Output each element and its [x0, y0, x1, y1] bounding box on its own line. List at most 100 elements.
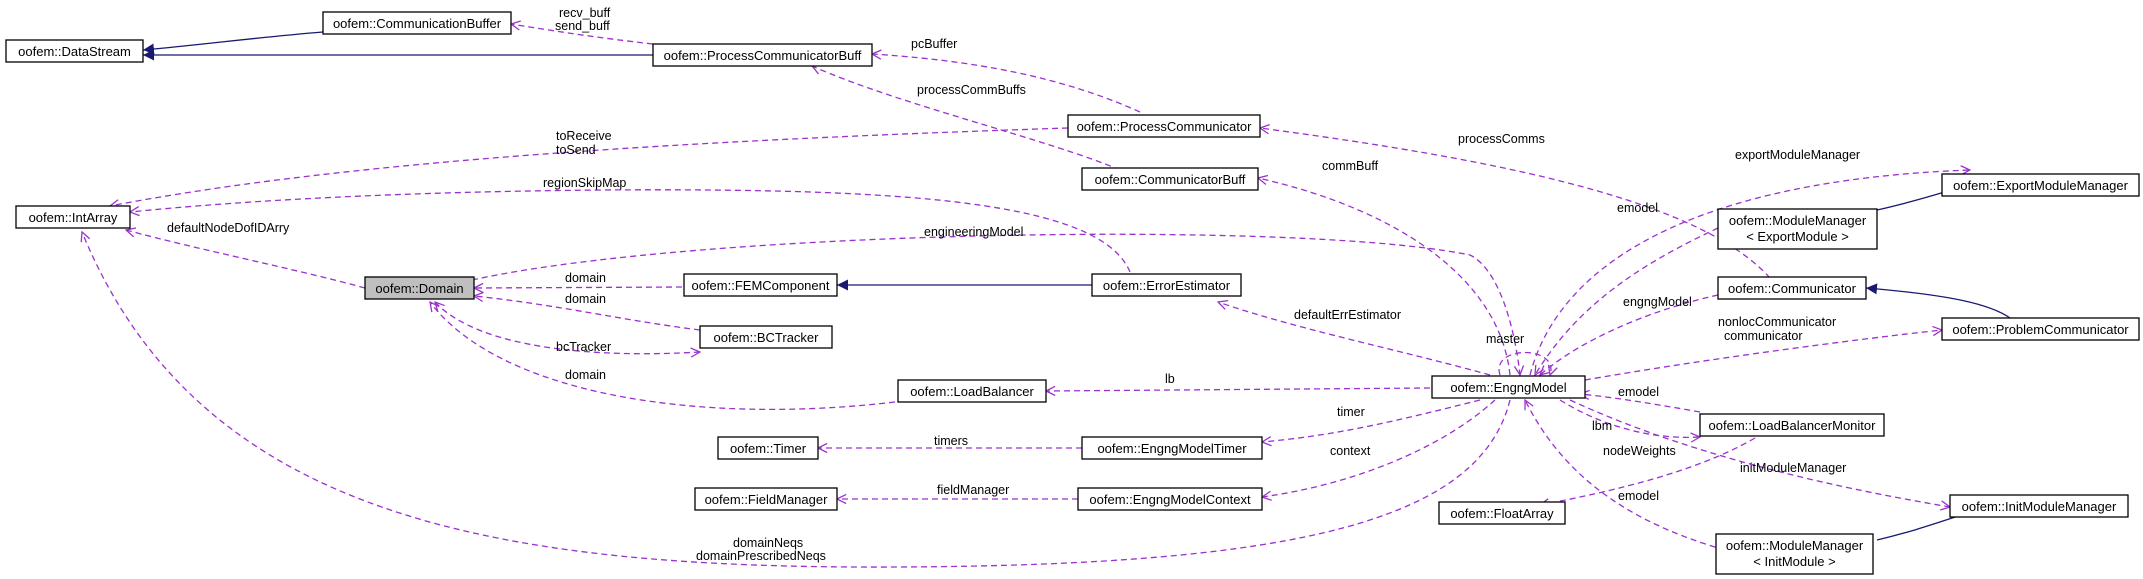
- label-processcommbuffs: processCommBuffs: [917, 83, 1026, 97]
- label-timers: timers: [934, 434, 968, 448]
- node-modulemanager-exportmodule[interactable]: oofem::ModuleManager < ExportModule >: [1717, 208, 1878, 250]
- edge-modulemanager-engngmodel: [1535, 227, 1719, 375]
- label-regionskipmap: regionSkipMap: [543, 176, 626, 190]
- node-processcommunicator[interactable]: oofem::ProcessCommunicator: [1067, 114, 1261, 138]
- edge-engngmodel-exportmodulemanager: [1529, 170, 1970, 376]
- node-loadbalancer[interactable]: oofem::LoadBalancer: [897, 379, 1047, 403]
- node-loadbalancermonitor[interactable]: oofem::LoadBalancerMonitor: [1699, 413, 1885, 437]
- label-defaulterrestimator: defaultErrEstimator: [1294, 308, 1401, 322]
- node-modulemanager-initmodule-label-2: < InitModule >: [1753, 554, 1835, 569]
- node-intarray[interactable]: oofem::IntArray: [15, 205, 131, 229]
- edge-engngmodel-loadbalancer: [1046, 388, 1431, 391]
- edge-engngmodel-problemcommunicator: [1584, 330, 1942, 381]
- edge-loadbalancer-domain: [430, 302, 896, 411]
- label-bctracker: bcTracker: [556, 340, 611, 354]
- edge-femcomponent-domain: [474, 287, 683, 288]
- edge-proccommbuff-commbuffer: [511, 24, 654, 45]
- node-engngmodel[interactable]: oofem::EngngModel: [1431, 375, 1586, 399]
- node-exportmodulemanager[interactable]: oofem::ExportModuleManager: [1941, 173, 2140, 197]
- node-loadbalancermonitor-label: oofem::LoadBalancerMonitor: [1709, 418, 1877, 433]
- node-communicatorbuff-label: oofem::CommunicatorBuff: [1095, 172, 1246, 187]
- label-emodel-lbm: emodel: [1618, 385, 1659, 399]
- edge-domain-engngmodel: [471, 233, 1520, 375]
- label-nodeweights: nodeWeights: [1603, 444, 1676, 458]
- node-engngmodelcontext-label: oofem::EngngModelContext: [1089, 492, 1251, 507]
- edge-loadbalancermonitor-engngmodel: [1580, 394, 1701, 413]
- node-engngmodeltimer-label: oofem::EngngModelTimer: [1097, 441, 1247, 456]
- label-domain-bct: domain: [565, 292, 606, 306]
- edge-errorestimator-intarray: [130, 189, 1131, 273]
- edge-commbuffer-datastream: [142, 31, 324, 55]
- node-timer-label: oofem::Timer: [730, 441, 807, 456]
- node-problemcommunicator[interactable]: oofem::ProblemCommunicator: [1941, 317, 2140, 341]
- label-domain-lb: domain: [565, 368, 606, 382]
- node-processcommunicatorbuff-label: oofem::ProcessCommunicatorBuff: [664, 48, 862, 63]
- edge-engngmodel-engngmodelcontext: [1262, 399, 1496, 497]
- label-commbuff: commBuff: [1322, 159, 1379, 173]
- label-nonloccommunicator: nonlocCommunicator: [1718, 315, 1836, 329]
- label-tosend: toSend: [556, 143, 596, 157]
- label-domainprescribedneqs: domainPrescribedNeqs: [696, 549, 826, 563]
- label-processcomms: processComms: [1458, 132, 1545, 146]
- node-floatarray-label: oofem::FloatArray: [1450, 506, 1554, 521]
- label-send-buff: send_buff: [555, 19, 610, 33]
- node-communicationbuffer-label: oofem::CommunicationBuffer: [333, 16, 502, 31]
- edge-loadbalancermonitor-floatarray: [1540, 437, 1756, 505]
- edge-communicator-engngmodel: [1540, 294, 1719, 375]
- label-toreceive: toReceive: [556, 129, 612, 143]
- node-domain-label: oofem::Domain: [375, 281, 463, 296]
- edge-domain-intarray: [126, 230, 366, 289]
- node-initmodulemanager-label: oofem::InitModuleManager: [1962, 499, 2117, 514]
- node-timer[interactable]: oofem::Timer: [717, 436, 819, 460]
- node-engngmodelcontext[interactable]: oofem::EngngModelContext: [1077, 487, 1263, 511]
- label-domainneqs: domainNeqs: [733, 536, 803, 550]
- node-engngmodeltimer[interactable]: oofem::EngngModelTimer: [1081, 436, 1263, 460]
- node-bctracker-label: oofem::BCTracker: [714, 330, 820, 345]
- node-modulemanager-exportmodule-label-1: oofem::ModuleManager: [1729, 213, 1867, 228]
- node-engngmodel-label: oofem::EngngModel: [1450, 380, 1566, 395]
- edge-engngmodel-engngmodeltimer: [1262, 399, 1481, 442]
- node-errorestimator-label: oofem::ErrorEstimator: [1103, 278, 1231, 293]
- label-engngmodel: engngModel: [1623, 295, 1692, 309]
- node-processcommunicatorbuff[interactable]: oofem::ProcessCommunicatorBuff: [652, 43, 873, 67]
- node-domain[interactable]: oofem::Domain: [364, 276, 475, 300]
- node-intarray-label: oofem::IntArray: [29, 210, 118, 225]
- node-floatarray[interactable]: oofem::FloatArray: [1438, 501, 1566, 525]
- label-fieldmanager: fieldManager: [937, 483, 1009, 497]
- node-modulemanager-exportmodule-label-2: < ExportModule >: [1746, 229, 1849, 244]
- node-fieldmanager-label: oofem::FieldManager: [705, 492, 829, 507]
- node-initmodulemanager[interactable]: oofem::InitModuleManager: [1949, 494, 2129, 518]
- node-communicator-label: oofem::Communicator: [1728, 281, 1857, 296]
- node-communicatorbuff[interactable]: oofem::CommunicatorBuff: [1081, 167, 1259, 191]
- label-context: context: [1330, 444, 1371, 458]
- edge-engngmodel-intarray: [82, 232, 1511, 568]
- label-domain-fem: domain: [565, 271, 606, 285]
- label-initmodulemanager: initModuleManager: [1740, 461, 1846, 475]
- node-exportmodulemanager-label: oofem::ExportModuleManager: [1953, 178, 2129, 193]
- node-datastream[interactable]: oofem::DataStream: [5, 39, 144, 63]
- edge-engngmodel-loadbalancermonitor: [1559, 399, 1700, 437]
- label-pcbuffer: pcBuffer: [911, 37, 957, 51]
- label-lb: lb: [1165, 372, 1175, 386]
- label-defaultnodedofidarry: defaultNodeDofIDArry: [167, 221, 290, 235]
- edge-modulemanager-engngmodel-init: [1525, 400, 1726, 551]
- edge-engngmodel-self: [1498, 351, 1551, 376]
- node-femcomponent[interactable]: oofem::FEMComponent: [683, 273, 838, 297]
- edge-communicatorbuff-proccommbuff: [812, 66, 1121, 171]
- node-errorestimator[interactable]: oofem::ErrorEstimator: [1091, 273, 1242, 297]
- node-fieldmanager[interactable]: oofem::FieldManager: [694, 487, 838, 511]
- node-problemcommunicator-label: oofem::ProblemCommunicator: [1952, 322, 2129, 337]
- node-loadbalancer-label: oofem::LoadBalancer: [910, 384, 1034, 399]
- label-master: master: [1486, 332, 1524, 346]
- edge-proccomm-proccommbuff: [872, 54, 1141, 113]
- node-bctracker[interactable]: oofem::BCTracker: [699, 325, 833, 349]
- label-engineeringmodel: engineeringModel: [924, 225, 1023, 239]
- node-communicationbuffer[interactable]: oofem::CommunicationBuffer: [322, 11, 512, 35]
- node-communicator[interactable]: oofem::Communicator: [1717, 276, 1867, 300]
- label-emodel-init: emodel: [1618, 489, 1659, 503]
- node-femcomponent-label: oofem::FEMComponent: [691, 278, 829, 293]
- node-modulemanager-initmodule[interactable]: oofem::ModuleManager < InitModule >: [1715, 533, 1874, 575]
- node-processcommunicator-label: oofem::ProcessCommunicator: [1077, 119, 1253, 134]
- edge-engngmodel-errorestimator: [1218, 302, 1491, 376]
